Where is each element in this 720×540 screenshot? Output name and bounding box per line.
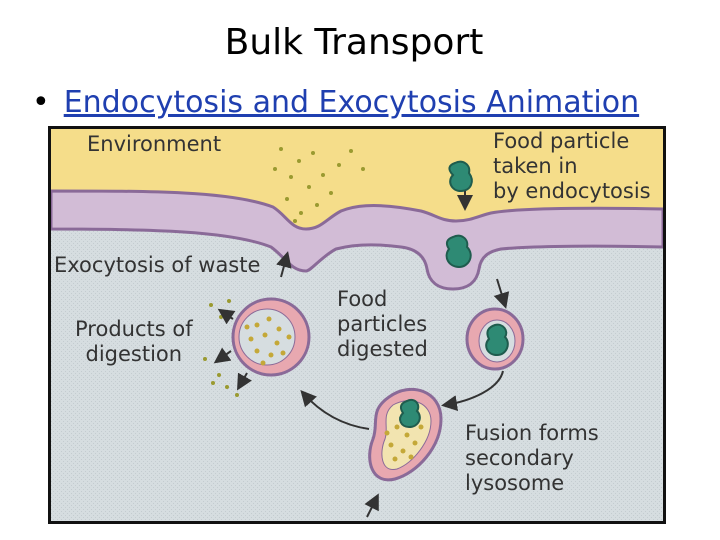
digested-label: Food particles digested	[337, 287, 428, 361]
products-label: Products of digestion	[75, 317, 193, 366]
bullet-dot: •	[32, 84, 50, 120]
slide-title: Bulk Transport	[224, 22, 484, 63]
food-particle-outside	[448, 160, 473, 193]
food-particle-pocket	[445, 234, 472, 269]
exocytosis-label: Exocytosis of waste	[54, 253, 261, 277]
environment-label: Environment	[87, 132, 222, 156]
diagram-graphic	[51, 129, 663, 521]
animation-link[interactable]: Endocytosis and Exocytosis Animation	[63, 84, 640, 120]
food-particle-label: Food particle taken in by endocytosis	[493, 129, 651, 203]
exocytosis-waste-dots	[273, 147, 365, 223]
environment-region	[51, 129, 663, 229]
endocytosis-diagram: Environment Food particle taken in by en…	[48, 126, 666, 524]
fusion-label: Fusion forms secondary lysosome	[465, 421, 599, 495]
plasma-membrane	[51, 189, 663, 291]
bullet-item: • Endocytosis and Exocytosis Animation	[32, 82, 639, 122]
